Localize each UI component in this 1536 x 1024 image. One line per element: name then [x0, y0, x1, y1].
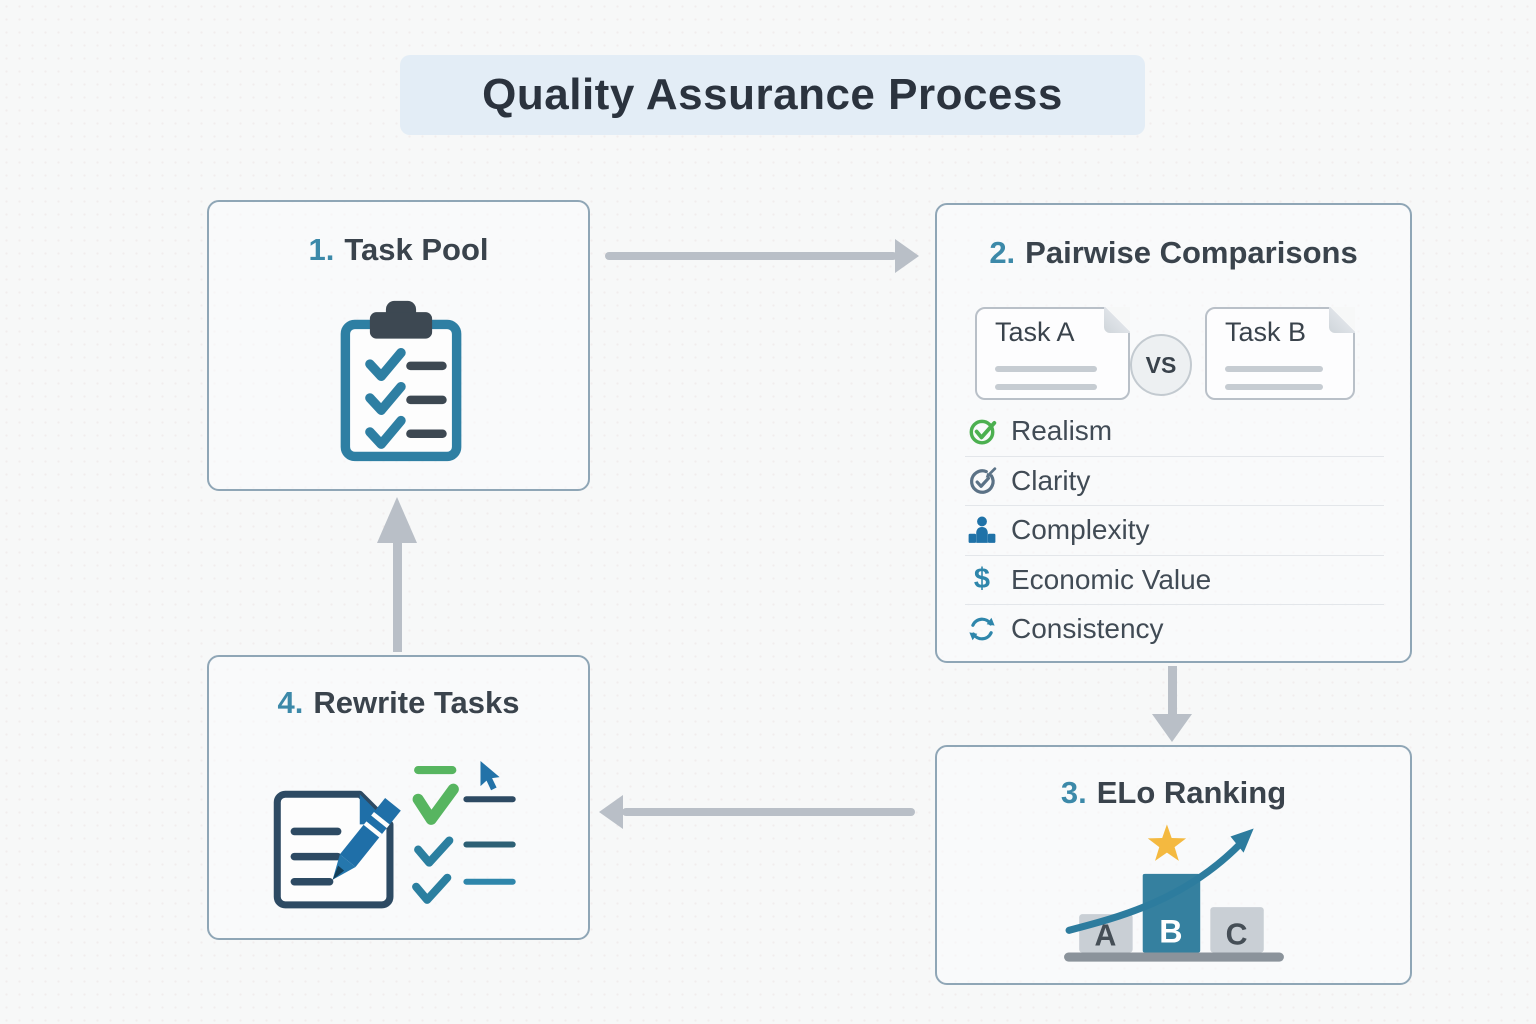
step-label: Pairwise Comparisons — [1025, 235, 1358, 270]
arrow-up-head-icon — [377, 497, 417, 543]
vs-badge: VS — [1130, 334, 1192, 396]
text-line — [995, 366, 1097, 372]
arrow-pairwise-to-elo — [1168, 666, 1177, 716]
rewrite-heading: 4. Rewrite Tasks — [209, 685, 588, 721]
step-number: 2. — [989, 235, 1016, 270]
podium-star-arrow-icon: A B C — [1064, 824, 1284, 962]
criteria-label: Clarity — [1011, 464, 1091, 496]
page-fold-icon — [1104, 307, 1130, 333]
check-circle-icon — [965, 416, 999, 446]
page-fold-icon — [1329, 307, 1355, 333]
pairwise-comparisons-box: 2. Pairwise Comparisons Task A Task B VS — [935, 203, 1412, 663]
document-pencil-checklist-icon — [273, 761, 516, 909]
arrow-rewrite-to-task-pool — [393, 541, 402, 652]
arrow-right-head-icon — [895, 239, 919, 273]
task-a-card: Task A — [975, 307, 1130, 400]
page-title: Quality Assurance Process — [482, 70, 1063, 119]
dollar-icon: $ — [973, 563, 991, 596]
step-number: 4. — [277, 685, 304, 720]
step-label: Rewrite Tasks — [313, 685, 520, 720]
refresh-icon — [965, 614, 999, 644]
arrow-left-head-icon — [599, 795, 623, 829]
vs-label: VS — [1145, 351, 1177, 378]
task-b-title: Task B — [1225, 317, 1307, 347]
criteria-list: Realism Clarity — [965, 407, 1384, 654]
step-label: ELo Ranking — [1096, 775, 1287, 810]
step-number: 1. — [308, 232, 335, 267]
step-number: 3. — [1060, 775, 1087, 810]
rank-block-c-label: C — [1226, 918, 1248, 951]
arrow-task-pool-to-pairwise — [605, 252, 897, 260]
task-pool-box: 1. Task Pool — [207, 200, 590, 491]
task-pool-heading: 1. Task Pool — [209, 232, 588, 268]
pairwise-heading: 2. Pairwise Comparisons — [937, 235, 1410, 271]
elo-heading: 3. ELo Ranking — [937, 775, 1410, 811]
task-b-card: Task B — [1205, 307, 1355, 400]
text-line — [1225, 384, 1323, 390]
step-label: Task Pool — [344, 232, 489, 267]
title-banner: Quality Assurance Process — [400, 55, 1145, 135]
criteria-row-clarity: Clarity — [965, 457, 1384, 506]
criteria-label: Realism — [1011, 415, 1113, 447]
criteria-label: Complexity — [1011, 514, 1150, 546]
rank-block-b-label: B — [1159, 913, 1182, 949]
criteria-label: Economic Value — [1011, 563, 1212, 595]
criteria-row-consistency: Consistency — [965, 605, 1384, 654]
text-line — [995, 384, 1097, 390]
target-arrow-icon — [965, 466, 999, 496]
criteria-label: Consistency — [1011, 613, 1164, 645]
cursor-icon — [480, 761, 500, 791]
task-cards-row: Task A Task B — [937, 305, 1410, 405]
clipboard-checklist-icon — [340, 300, 462, 462]
criteria-row-economic-value: $ Economic Value — [965, 556, 1384, 605]
task-a-title: Task A — [995, 317, 1075, 347]
criteria-row-realism: Realism — [965, 407, 1384, 457]
criteria-row-complexity: Complexity — [965, 506, 1384, 556]
rewrite-tasks-box: 4. Rewrite Tasks — [207, 655, 590, 940]
elo-ranking-box: 3. ELo Ranking A B C — [935, 745, 1412, 985]
person-hierarchy-icon — [965, 515, 999, 545]
arrow-down-head-icon — [1152, 714, 1192, 742]
text-line — [1225, 366, 1323, 372]
arrow-elo-to-rewrite — [622, 808, 915, 816]
rank-block-a-label: A — [1094, 919, 1116, 952]
